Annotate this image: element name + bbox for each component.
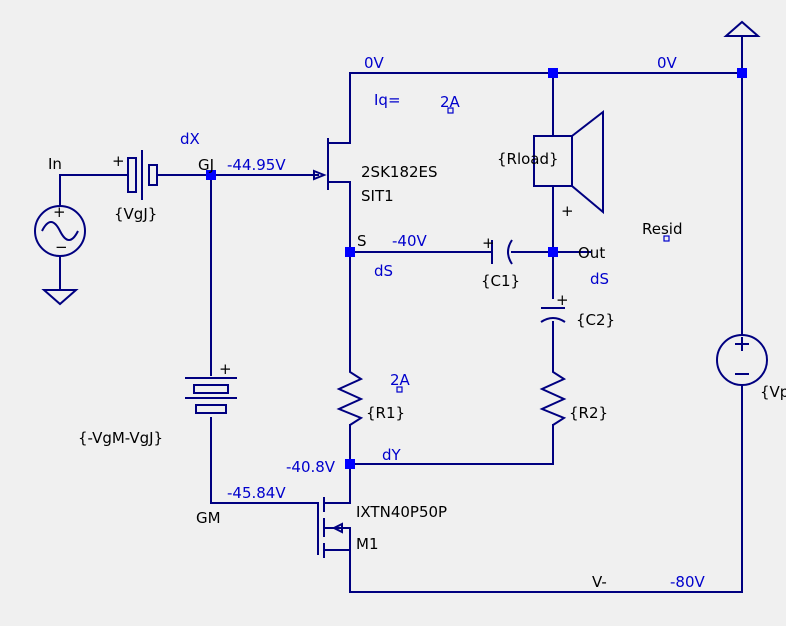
label-resid: Resid <box>642 220 682 238</box>
tag-ds-right: dS <box>590 270 609 288</box>
label-jfet-name: SIT1 <box>361 187 394 205</box>
probe-resid[interactable] <box>663 235 670 242</box>
jfet-sit1[interactable] <box>313 138 351 208</box>
junction-gj <box>206 170 216 180</box>
tag-dx: dX <box>180 130 200 148</box>
voltage-gate-j: -44.95V <box>227 156 286 174</box>
label-jfet-model: 2SK182ES <box>361 163 438 181</box>
label-gm: GM <box>196 509 221 527</box>
supply-vp-symbol[interactable] <box>716 334 768 386</box>
label-rload: {Rload} <box>497 150 559 168</box>
junction-dy <box>345 459 355 469</box>
label-vgj: {VgJ} <box>114 205 157 223</box>
junction-top-mid <box>548 68 558 78</box>
junction-s <box>345 247 355 257</box>
label-top-right-0v: 0V <box>657 54 678 72</box>
label-in: In <box>48 155 62 173</box>
ground-symbol-top <box>723 20 761 37</box>
label-vminus: V- <box>592 573 607 591</box>
svg-text:+: + <box>53 203 66 221</box>
voltage-source: -40V <box>392 232 427 250</box>
battery-vgm[interactable]: + <box>185 360 237 414</box>
label-s: S <box>357 232 367 250</box>
resistor-r1[interactable] <box>336 365 364 426</box>
svg-text:+: + <box>219 360 232 378</box>
voltage-mosfet-drain: -40.8V <box>286 458 336 476</box>
label-gj: GJ <box>198 156 214 174</box>
svg-text:+: + <box>482 234 495 252</box>
label-iq-value: 2A <box>440 93 461 111</box>
tag-dy: dY <box>382 446 402 464</box>
junction-top-right <box>737 68 747 78</box>
svg-text:+: + <box>556 291 569 309</box>
resistor-r2[interactable] <box>539 365 567 426</box>
label-iq-text: Iq= <box>374 91 401 109</box>
wire-bottom-rail[interactable] <box>349 554 743 593</box>
label-c1: {C1} <box>481 272 520 290</box>
voltage-mosfet-gate: -45.84V <box>227 484 286 502</box>
label-mosfet-name: M1 <box>356 535 379 553</box>
ground-symbol-input <box>41 289 79 306</box>
wire-dy[interactable] <box>349 424 554 465</box>
label-out: Out <box>578 244 605 262</box>
svg-text:+: + <box>112 152 125 170</box>
label-vp: {Vp <box>760 383 786 401</box>
label-r1-current: 2A <box>390 371 411 389</box>
battery-vgj[interactable]: + <box>112 150 158 200</box>
junctions <box>206 68 747 469</box>
label-speaker-plus: + <box>561 202 574 220</box>
speaker-rload[interactable] <box>533 109 604 215</box>
voltage-supply: -80V <box>670 573 705 591</box>
tag-ds-left: dS <box>374 262 393 280</box>
label-top-left-0v: 0V <box>364 54 385 72</box>
junction-out <box>548 247 558 257</box>
wire-input[interactable] <box>59 174 123 207</box>
input-source-symbol[interactable]: + − <box>34 203 86 257</box>
label-vgm-vgj: {-VgM-VgJ} <box>78 429 163 447</box>
mosfet-m1[interactable] <box>317 497 351 558</box>
probe-iq[interactable] <box>447 107 454 114</box>
label-mosfet-model: IXTN40P50P <box>356 503 447 521</box>
wire-gm[interactable] <box>210 417 319 504</box>
capacitor-c1[interactable]: + <box>482 234 513 265</box>
label-c2: {C2} <box>576 311 615 329</box>
wire-top-rail[interactable] <box>349 72 743 144</box>
label-r1: {R1} <box>366 404 405 422</box>
probe-r1[interactable] <box>396 386 403 393</box>
svg-text:−: − <box>55 238 68 256</box>
capacitor-c2[interactable]: + <box>540 291 569 323</box>
label-r2: {R2} <box>569 404 608 422</box>
